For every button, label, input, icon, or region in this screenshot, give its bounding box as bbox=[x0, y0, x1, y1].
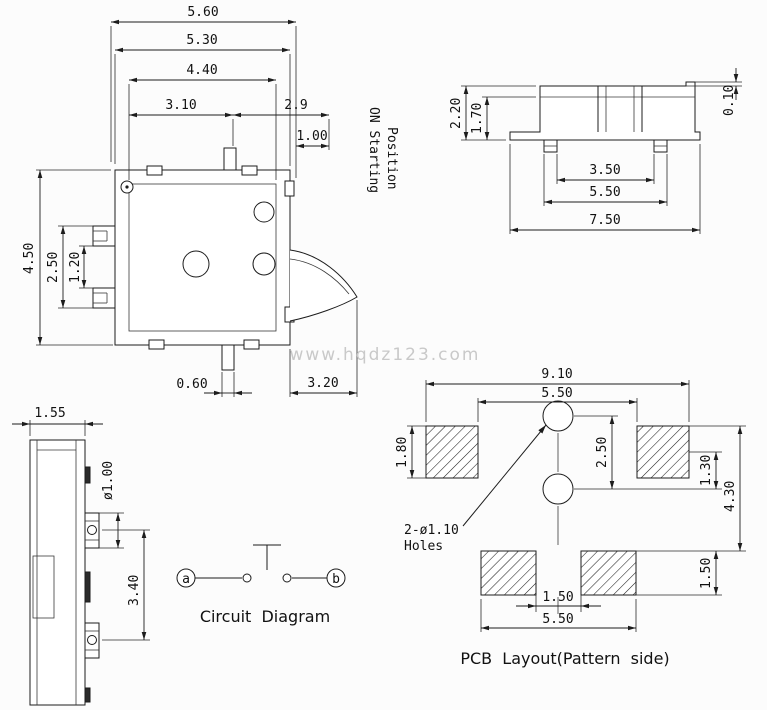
dim-label: 1.20 bbox=[68, 252, 83, 283]
on-position-note-line1: ON Starting bbox=[366, 107, 381, 193]
left-terminal-1 bbox=[92, 225, 116, 247]
top-view-dimensions: 5.60 5.30 4.40 3.10 2.9 1.00 4.50 2.50 1… bbox=[22, 5, 399, 397]
pcb-hole-bottom bbox=[542, 473, 574, 505]
contact-right bbox=[282, 573, 292, 583]
dim-label: 4.30 bbox=[723, 481, 738, 512]
top-stem bbox=[223, 147, 237, 171]
dim-label: 1.00 bbox=[296, 129, 327, 144]
dim-label: 2.9 bbox=[284, 98, 307, 113]
pcb-dimensions: 9.10 5.50 1.80 2.50 1.30 4.30 1.50 1.50 … bbox=[395, 367, 746, 632]
dim-label: 5.50 bbox=[541, 386, 572, 401]
dim-label: 9.10 bbox=[541, 367, 572, 382]
center-hole bbox=[182, 250, 210, 278]
terminal-a-label: a bbox=[182, 572, 190, 587]
dim-label: 4.40 bbox=[186, 63, 217, 78]
dim-label: 5.60 bbox=[187, 5, 218, 20]
lever-arm bbox=[289, 249, 358, 322]
side-view: 1.55 ø1.00 3.40 bbox=[12, 406, 150, 706]
dim-label: ø1.00 bbox=[101, 461, 116, 500]
side-view-body bbox=[29, 439, 100, 706]
watermark: www.hqdz123.com bbox=[290, 345, 481, 365]
pcb-caption: PCB Layout(Pattern side) bbox=[460, 649, 669, 668]
pcb-pads bbox=[425, 425, 690, 596]
left-terminal-2 bbox=[92, 287, 116, 309]
front-view: 2.20 1.70 0.10 3.50 5.50 7.50 bbox=[449, 68, 742, 234]
pad-top-left bbox=[425, 425, 479, 479]
pad-top-right bbox=[636, 425, 690, 479]
pad-bottom-left bbox=[480, 550, 537, 596]
front-view-body bbox=[509, 81, 701, 153]
holes-note-line2: Holes bbox=[404, 539, 443, 554]
dim-label: 3.20 bbox=[307, 376, 338, 391]
plunger-symbol bbox=[253, 544, 281, 570]
dim-label: 3.40 bbox=[127, 575, 142, 606]
dim-label: 3.10 bbox=[165, 98, 196, 113]
dim-label: 3.50 bbox=[589, 163, 620, 178]
bottom-stem bbox=[221, 344, 235, 371]
side-terminal-1 bbox=[84, 512, 100, 549]
side-terminal-2 bbox=[84, 622, 100, 659]
dim-label: 7.50 bbox=[589, 213, 620, 228]
top-view: 5.60 5.30 4.40 3.10 2.9 1.00 4.50 2.50 1… bbox=[22, 5, 399, 397]
dim-label: 0.10 bbox=[722, 85, 737, 116]
pcb-layout: 9.10 5.50 1.80 2.50 1.30 4.30 1.50 1.50 … bbox=[395, 367, 746, 668]
dim-label: 2.50 bbox=[595, 437, 610, 468]
dim-label: 1.80 bbox=[395, 437, 410, 468]
dim-label: 1.30 bbox=[699, 455, 714, 486]
dim-label: 2.20 bbox=[449, 98, 464, 129]
dim-label: 1.50 bbox=[699, 558, 714, 589]
dim-label: 5.50 bbox=[542, 612, 573, 627]
dim-label: 1.55 bbox=[34, 406, 65, 421]
dim-label: 4.50 bbox=[22, 243, 37, 274]
pcb-hole-top bbox=[542, 400, 574, 432]
circuit-diagram: a b Circuit Diagram bbox=[176, 544, 346, 626]
terminal-b-label: b bbox=[332, 572, 340, 587]
dim-label: 5.50 bbox=[589, 185, 620, 200]
dim-label: 1.50 bbox=[542, 590, 573, 605]
pcb-holes-note: 2-ø1.10 Holes bbox=[404, 424, 547, 554]
circuit-caption: Circuit Diagram bbox=[200, 607, 330, 626]
right-lower-hole bbox=[252, 252, 276, 276]
dim-label: 5.30 bbox=[186, 33, 217, 48]
top-view-body bbox=[92, 147, 358, 371]
holes-note-line1: 2-ø1.10 bbox=[404, 523, 459, 538]
dim-label: 2.50 bbox=[46, 252, 61, 283]
on-position-note-line2: Position bbox=[384, 127, 399, 190]
right-upper-hole bbox=[253, 201, 275, 223]
dim-label: 1.70 bbox=[470, 103, 485, 134]
contact-left bbox=[242, 573, 252, 583]
dim-label: 0.60 bbox=[176, 377, 207, 392]
side-view-dimensions: 1.55 ø1.00 3.40 bbox=[12, 406, 150, 641]
front-view-dimensions: 2.20 1.70 0.10 3.50 5.50 7.50 bbox=[449, 68, 742, 234]
pad-bottom-right bbox=[580, 550, 637, 596]
